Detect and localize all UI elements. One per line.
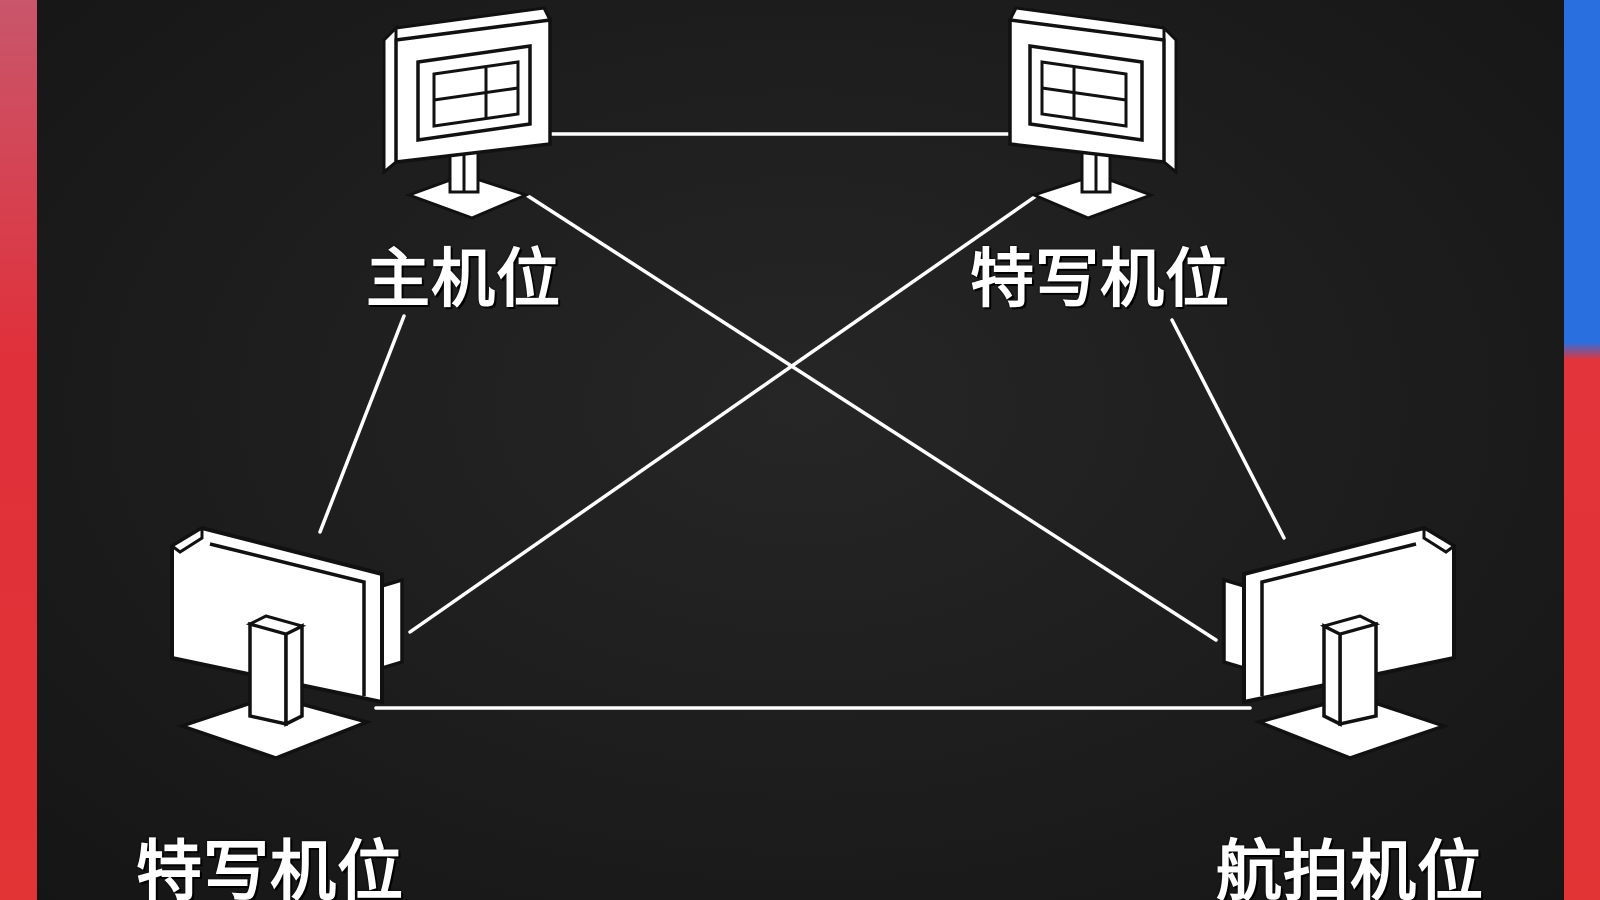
connection-lines: [318, 132, 1286, 710]
line-closeup-top-aerial: [1170, 318, 1286, 540]
right-edge-strip: [1564, 0, 1600, 900]
monitor-back-icon: [170, 526, 404, 760]
line-closeup-top-closeup-bottom: [408, 194, 1038, 634]
node-label-main: 主机位: [366, 243, 561, 317]
node-label-closeup-bottom: 特写机位: [136, 833, 404, 900]
left-edge-strip: [0, 0, 37, 900]
node-label-closeup-top: 特写机位: [970, 243, 1230, 317]
node-label-aerial: 航拍机位: [1216, 833, 1484, 900]
line-main-aerial: [526, 194, 1218, 642]
monitor-icon: [382, 6, 552, 220]
line-main-closeup-bottom: [318, 314, 406, 534]
monitor-back-icon: [1222, 526, 1456, 760]
monitor-icon: [1008, 6, 1178, 220]
